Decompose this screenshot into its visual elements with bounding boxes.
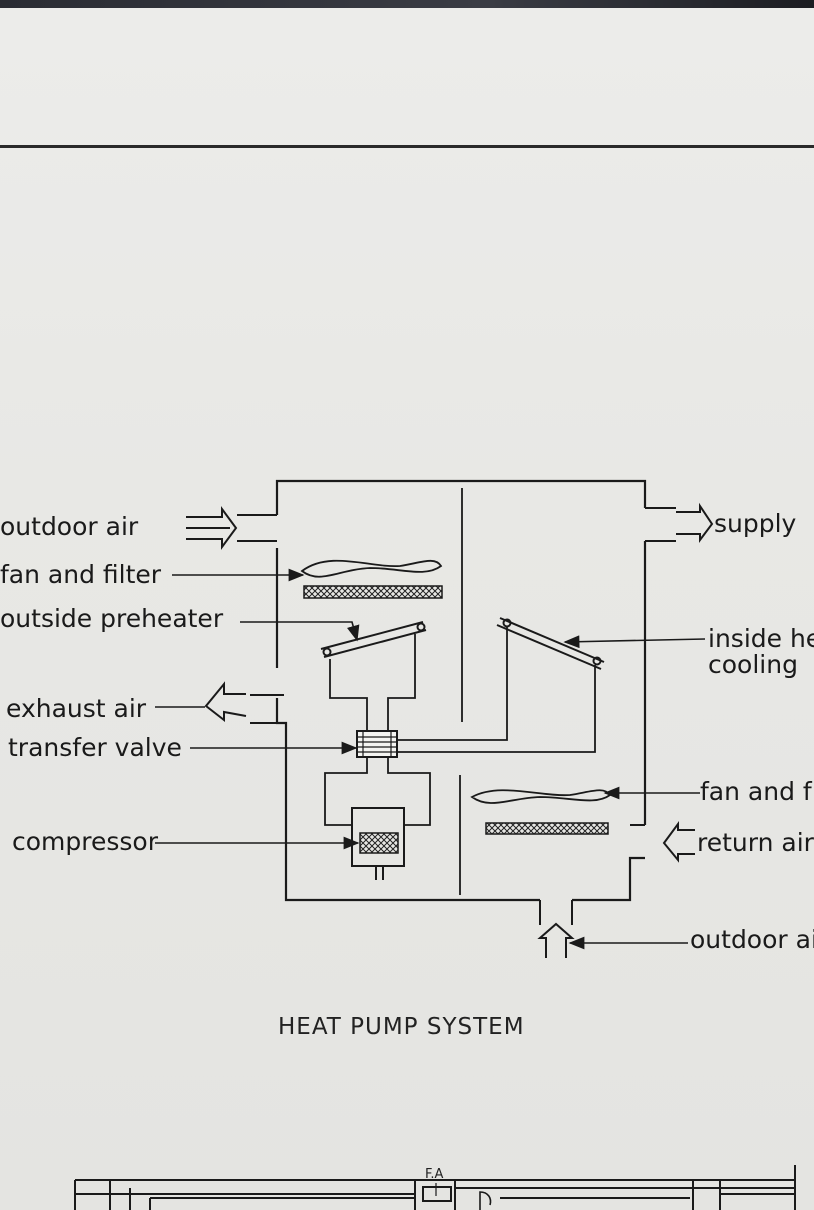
fan-left: [300, 559, 443, 578]
unit-housing: [275, 479, 647, 902]
return-air-inlet: [630, 820, 695, 863]
label-inside-heater: inside he: [708, 624, 814, 653]
transfer-valve: [356, 730, 398, 758]
label-compressor: compressor: [12, 827, 159, 856]
supply-air-outlet: [645, 502, 714, 543]
refrigerant-piping: [324, 627, 596, 826]
label-outdoor-air: outdoor air: [0, 512, 139, 541]
paper-sheet: [0, 8, 814, 1210]
filter-left: [303, 585, 443, 599]
bottom-floor-plan-fragment: [74, 1165, 796, 1210]
inside-heater-coil: [496, 617, 605, 670]
label-fan-and-filter-right: fan and f: [700, 777, 813, 806]
compressor-unit: [351, 807, 405, 880]
outdoor-air-inlet: [186, 505, 277, 551]
label-outdoor-air-bottom: outdoor ai: [690, 925, 814, 954]
label-return-air: return air: [697, 828, 814, 857]
leader-lines: [155, 568, 706, 950]
label-exhaust-air: exhaust air: [6, 694, 147, 723]
filter-right: [485, 822, 609, 835]
label-supply: supply: [714, 509, 797, 538]
label-transfer-valve: transfer valve: [8, 733, 182, 762]
label-fa: F.A: [425, 1167, 444, 1182]
label-cooling: cooling: [708, 650, 798, 679]
header-rule: [0, 145, 814, 148]
diagram-title: HEAT PUMP SYSTEM: [278, 1014, 525, 1040]
label-outside-preheater: outside preheater: [0, 604, 224, 633]
exhaust-air-outlet: [204, 681, 284, 724]
outside-preheater-coil: [320, 621, 427, 658]
label-fan-and-filter-left: fan and filter: [0, 560, 162, 589]
fan-right: [470, 789, 612, 804]
outdoor-air-bottom-inlet: [537, 900, 575, 958]
